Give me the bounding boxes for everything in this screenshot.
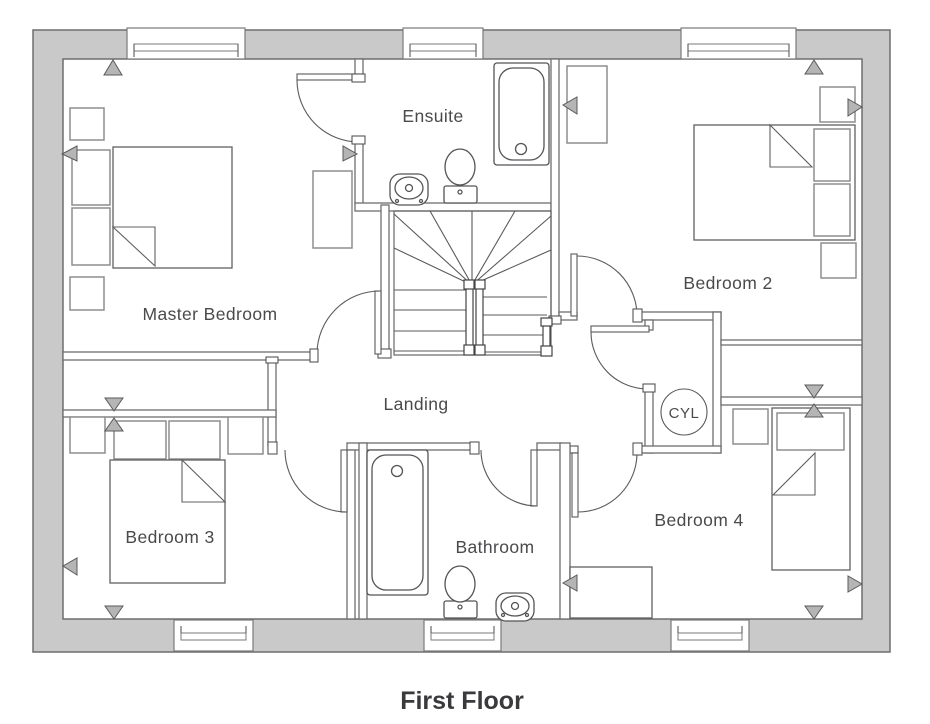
marker-triangle-up-icon [104, 417, 124, 432]
basin-icon [495, 592, 535, 622]
pillow [71, 149, 111, 206]
bedroom-2-door [570, 253, 643, 323]
stair-winders [393, 210, 552, 286]
marker-triangle-left-icon [60, 145, 78, 162]
room-label-landing: Landing [383, 394, 448, 414]
bath-icon [366, 449, 429, 596]
bath-icon [493, 62, 550, 166]
marker-triangle-down-icon [804, 605, 824, 620]
room-label-bedroom-3: Bedroom 3 [125, 527, 214, 547]
pillow [168, 420, 221, 460]
outer-walls [32, 29, 891, 653]
window-bedroom-3 [173, 619, 254, 652]
room-label-ensuite: Ensuite [402, 106, 463, 126]
nightstand [732, 408, 769, 445]
cylinder-cupboard: CYL [660, 388, 708, 436]
ensuite-door [296, 73, 366, 145]
marker-triangle-left-icon [62, 557, 78, 576]
bathroom-door [469, 441, 538, 507]
stair-treads-right [483, 296, 547, 353]
master-bedroom: Master Bedroom [69, 107, 353, 324]
marker-triangle-right-icon [847, 575, 864, 593]
nightstand [69, 107, 105, 141]
room-label-bedroom-2: Bedroom 2 [683, 273, 772, 293]
room-label-bathroom: Bathroom [455, 537, 534, 557]
marker-triangle-right-icon [342, 145, 359, 162]
nightstand [69, 276, 105, 311]
window-bathroom [423, 619, 502, 652]
marker-triangle-up-icon [103, 59, 123, 76]
nightstand [820, 242, 857, 279]
master-bed [112, 146, 233, 269]
window-bedroom-4 [670, 619, 750, 652]
wardrobe [566, 65, 608, 144]
cylinder-label: CYL [669, 405, 700, 422]
window-ensuite [402, 27, 484, 60]
page-title: First Floor [400, 687, 524, 715]
window-master-bedroom [126, 27, 246, 60]
pillow [71, 207, 111, 266]
duvet-fold-icon [181, 458, 227, 503]
bedroom-3-bed [109, 459, 226, 584]
duvet-fold-icon [769, 123, 814, 168]
pillow [113, 420, 167, 460]
marker-triangle-down-icon [104, 605, 124, 620]
room-label-bedroom-4: Bedroom 4 [654, 510, 743, 530]
duvet-fold-icon [111, 226, 156, 268]
basin-icon [389, 173, 429, 206]
marker-triangle-right-icon [847, 98, 863, 117]
nightstand [227, 416, 264, 455]
marker-triangle-down-icon [804, 384, 824, 399]
windows [126, 27, 797, 652]
bedroom-4: Bedroom 4 [569, 407, 851, 619]
bedroom-4-door [571, 442, 643, 518]
chest-of-drawers [312, 170, 353, 249]
pillow [813, 128, 851, 182]
bathroom: Bathroom [366, 449, 535, 622]
pillow [813, 183, 851, 237]
staircase [393, 210, 553, 357]
toilet-icon [443, 565, 478, 619]
duvet-fold-icon [771, 451, 816, 496]
marker-triangle-up-icon [804, 403, 824, 418]
stair-treads-left [394, 289, 467, 352]
cylinder-cupboard-door [590, 325, 656, 393]
window-bedroom-2 [680, 27, 797, 60]
ensuite: Ensuite [389, 62, 550, 206]
marker-triangle-left-icon [561, 574, 578, 592]
room-label-master-bedroom: Master Bedroom [143, 304, 278, 324]
vent-markers [60, 59, 864, 620]
landing: Landing CYL [383, 388, 708, 436]
stair-handrail [463, 279, 553, 357]
marker-triangle-left-icon [562, 96, 578, 115]
doors [267, 73, 656, 518]
toilet-icon [443, 148, 478, 204]
desk [569, 566, 653, 619]
pillow [776, 412, 845, 451]
nightstand [69, 416, 106, 454]
bedroom-3-door [267, 441, 348, 513]
marker-triangle-up-icon [804, 59, 824, 75]
master-bedroom-door [309, 290, 382, 363]
bedroom-2: Bedroom 2 [566, 65, 857, 293]
internal-walls [62, 58, 863, 620]
marker-triangle-down-icon [104, 397, 124, 412]
bedroom-3: Bedroom 3 [69, 416, 264, 584]
